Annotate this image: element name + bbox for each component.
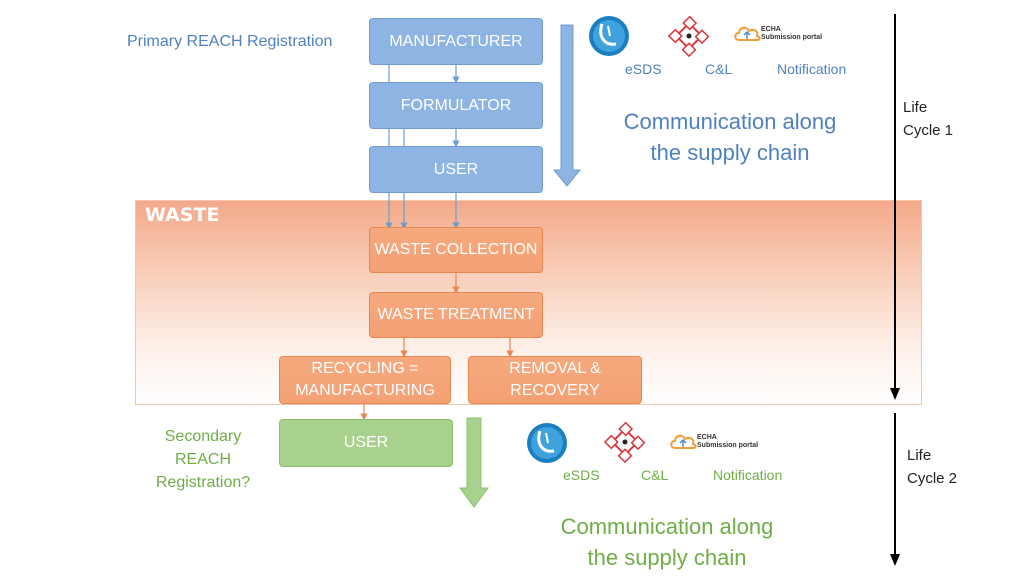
formulator-label: FORMULATOR (400, 96, 512, 114)
life-cycle-2-line1: Life (907, 447, 932, 464)
life-cycle-1-line2: Cycle 1 (903, 122, 954, 139)
waste-title: WASTE (145, 204, 220, 226)
life-cycle-2-line2: Cycle 2 (907, 470, 958, 487)
supply-chain-arrow-bottom (459, 417, 489, 508)
waste-treatment-box: WASTE TREATMENT (369, 292, 543, 338)
secondary-reach-line1: Secondary (164, 428, 242, 445)
notification-label-bottom: Notification (713, 467, 783, 483)
life-cycle-2-label: Life Cycle 2 (907, 444, 957, 490)
user-top-label: USER (433, 160, 479, 178)
manufacturer-label: MANUFACTURER (389, 32, 523, 50)
cloud-icon (734, 26, 761, 41)
echa-bottom-line1: ECHA (697, 434, 717, 441)
waste-treatment-label: WASTE TREATMENT (377, 306, 535, 323)
esds-label-top: eSDS (625, 61, 662, 77)
secondary-reach-line3: Registration? (155, 474, 251, 491)
communication-bottom: Communication along the supply chain (536, 511, 798, 573)
waste-collection-label: WASTE COLLECTION (374, 241, 538, 258)
cloud-icon-bottom (670, 434, 697, 449)
esds-label-bottom: eSDS (563, 467, 600, 483)
user-bottom-label: USER (343, 434, 389, 451)
recycling-label-line2: MANUFACTURING (295, 382, 435, 399)
supply-chain-arrow-top (552, 24, 582, 187)
communication-bottom-line2: the supply chain (587, 545, 747, 570)
removal-label-line2: RECOVERY (510, 382, 600, 399)
cl-label-bottom: C&L (641, 467, 669, 483)
echa-top-line2: Submission portal (761, 34, 823, 41)
echa-portal-logo-top: ECHA Submission portal (733, 22, 853, 48)
user-bottom-box: USER (279, 419, 453, 467)
esds-icon (589, 16, 629, 56)
life-cycle-1-line1: Life (903, 99, 928, 116)
communication-top-line1: Communication along (623, 109, 837, 134)
secondary-reach-label: Secondary REACH Registration? (147, 425, 259, 494)
recycling-box: RECYCLING = MANUFACTURING (279, 356, 451, 404)
removal-label-line1: REMOVAL & (509, 360, 601, 377)
esds-icon-bottom (527, 423, 567, 463)
user-top-box: USER (369, 146, 543, 193)
communication-bottom-line1: Communication along (560, 514, 774, 539)
communication-top-line2: the supply chain (650, 140, 810, 165)
removal-box: REMOVAL & RECOVERY (468, 356, 642, 404)
notification-label-top: Notification (777, 61, 847, 77)
cl-label-top: C&L (705, 61, 733, 77)
life-cycle-1-label: Life Cycle 1 (903, 96, 953, 142)
echa-bottom-line2: Submission portal (697, 442, 759, 449)
primary-reach-label: Primary REACH Registration (127, 33, 333, 50)
echa-portal-logo-bottom: ECHA Submission portal (669, 430, 789, 456)
waste-collection-box: WASTE COLLECTION (369, 227, 543, 273)
secondary-reach-line2: REACH (174, 451, 231, 468)
cl-hazard-icon (667, 15, 710, 58)
recycling-label-line1: RECYCLING = (311, 360, 419, 377)
manufacturer-box: MANUFACTURER (369, 18, 543, 65)
communication-top: Communication along the supply chain (600, 106, 860, 168)
cl-hazard-icon-bottom (603, 421, 646, 464)
echa-top-line1: ECHA (761, 26, 781, 33)
formulator-box: FORMULATOR (369, 82, 543, 129)
